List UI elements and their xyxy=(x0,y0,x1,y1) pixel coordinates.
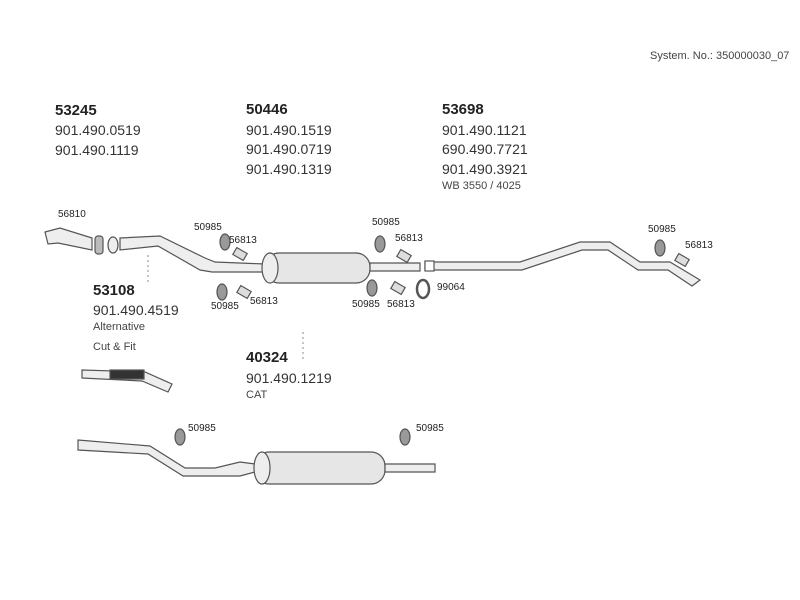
part-number: 901.490.1319 xyxy=(246,161,332,177)
part-number: 901.490.0519 xyxy=(55,122,141,138)
part-number: 901.490.4519 xyxy=(93,302,179,318)
part-note: CAT xyxy=(246,389,268,401)
part-group-id: 40324 xyxy=(246,349,288,366)
callout-gasket: 56810 xyxy=(58,209,86,220)
part-number: 901.490.1119 xyxy=(55,142,139,158)
part-group-id: 53108 xyxy=(93,282,135,299)
callout-hanger: 50985 xyxy=(372,217,400,228)
part-note: Alternative xyxy=(93,321,145,333)
part-number: 901.490.1519 xyxy=(246,122,332,138)
part-number: 690.490.7721 xyxy=(442,141,528,157)
part-number: 901.490.1219 xyxy=(246,370,332,386)
part-group-id: 53245 xyxy=(55,102,97,119)
cat-pipe xyxy=(77,439,256,477)
part-note: WB 3550 / 4025 xyxy=(442,180,521,192)
part-number: 901.490.3921 xyxy=(442,161,528,177)
part-group-id: 50446 xyxy=(246,101,288,118)
callout-hanger: 50985 xyxy=(194,222,222,233)
part-number: 901.490.1121 xyxy=(442,122,527,138)
rear-pipe xyxy=(424,241,702,287)
callout-bracket: 56813 xyxy=(250,296,278,307)
callout-hanger: 50985 xyxy=(416,423,444,434)
callout-hanger: 50985 xyxy=(188,423,216,434)
callout-bracket: 56813 xyxy=(395,233,423,244)
middle-muffler xyxy=(264,252,371,284)
callout-clamp: 99064 xyxy=(437,282,465,293)
front-pipe xyxy=(44,227,93,251)
callout-bracket: 56813 xyxy=(387,299,415,310)
part-number: 901.490.0719 xyxy=(246,141,332,157)
part-note: Cut & Fit xyxy=(93,341,136,353)
callout-hanger: 50985 xyxy=(352,299,380,310)
cut-fit-pipe xyxy=(81,369,173,393)
clamp xyxy=(415,278,431,300)
callout-bracket: 56813 xyxy=(685,240,713,251)
callout-bracket: 56813 xyxy=(229,235,257,246)
system-number: System. No.: 350000030_07 xyxy=(650,50,790,62)
gasket-ring xyxy=(107,236,119,254)
cat-muffler xyxy=(254,451,386,485)
flange xyxy=(94,235,104,255)
part-group-id: 53698 xyxy=(442,101,484,118)
callout-hanger: 50985 xyxy=(211,301,239,312)
callout-hanger: 50985 xyxy=(648,224,676,235)
